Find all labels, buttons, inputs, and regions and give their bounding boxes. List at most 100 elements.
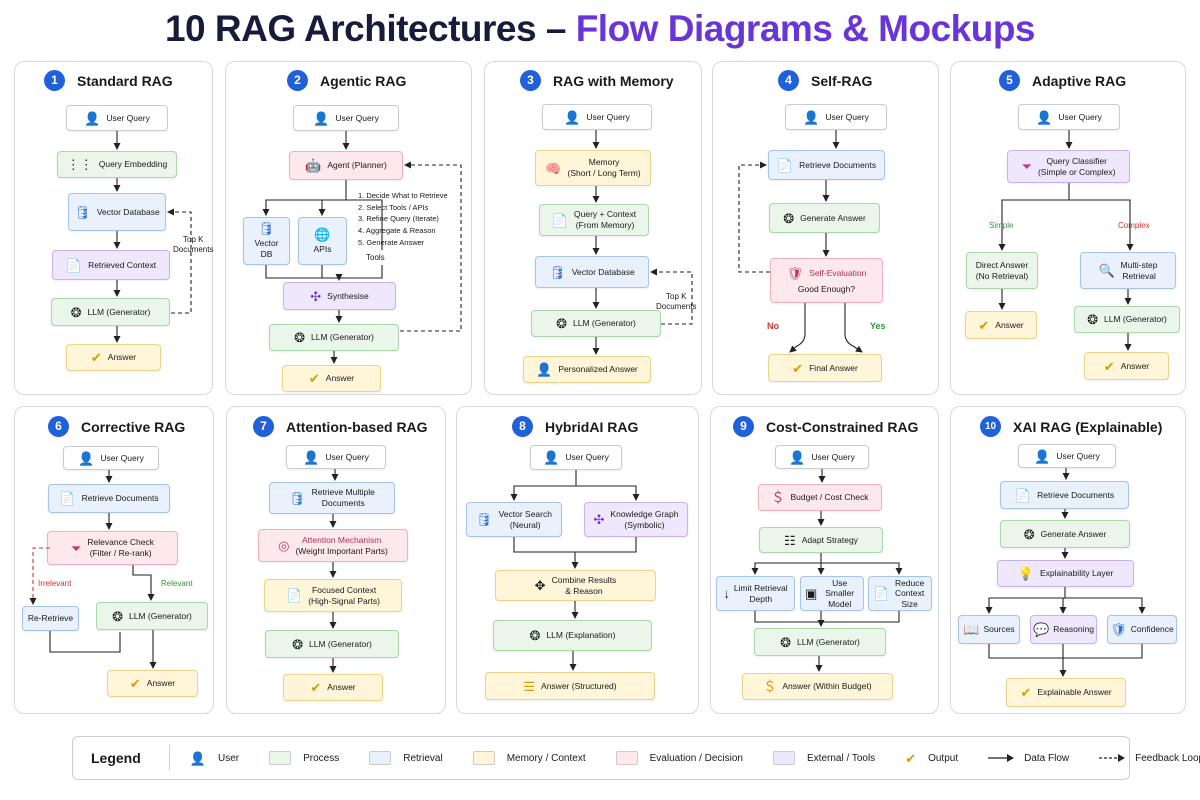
database-icon: 🛢 <box>289 490 306 506</box>
panel-title: 6 Corrective RAG <box>48 416 185 437</box>
vector-search-box: 🛢Vector Search(Neural) <box>466 502 562 537</box>
legend-item-user: 👤User <box>190 752 239 765</box>
topk-sub-text: Documents <box>173 245 214 255</box>
irrelevant-label: Irrelevant <box>38 579 71 589</box>
box-label: LLM (Generator) <box>573 318 636 329</box>
tools-text: Tools <box>366 253 385 262</box>
box-label: Generate Answer <box>800 212 866 223</box>
box-label: Limit Retrieval <box>733 582 788 593</box>
query-classifier-box: ⏷Query Classifier(Simple or Complex) <box>1007 150 1130 183</box>
box-sublabel: (No Retrieval) <box>975 270 1029 281</box>
check-circle-icon: ✔ <box>310 680 322 695</box>
box-label: Vector Database <box>571 266 635 277</box>
box-label: LLM (Explanation) <box>546 630 616 641</box>
user-query-box: 👤User Query <box>1018 104 1120 130</box>
user-query-box: 👤User Query <box>785 104 887 130</box>
box-label: Synthesise <box>327 290 369 301</box>
user-icon: 👤 <box>543 450 560 465</box>
openai-icon: ❂ <box>783 210 795 226</box>
box-label: User Query <box>325 451 369 462</box>
legend-label: Output <box>928 752 959 764</box>
relevant-label: Relevant <box>161 579 193 589</box>
no-label: No <box>767 321 779 333</box>
box-sublabel: (Neural) <box>509 519 541 530</box>
focused-context-box: 📄Focused Context(High-Signal Parts) <box>264 579 402 612</box>
shield-icon: 🛡 <box>786 265 804 281</box>
panel-title-text: Corrective RAG <box>81 418 186 435</box>
book-icon: 📖 <box>963 622 980 637</box>
box-label: Sources <box>983 624 1015 635</box>
legend-label: External / Tools <box>807 752 876 764</box>
box-label: User Query <box>106 112 150 123</box>
legend-label: Data Flow <box>1024 752 1070 764</box>
combine-results-box: ✥Combine Results& Reason <box>495 570 656 601</box>
panel-title-text: HybridAI RAG <box>545 418 639 435</box>
box-label: User Query <box>565 452 609 463</box>
agent-step: 2. Select Tools / APIs <box>358 202 429 212</box>
agent-step: 5. Generate Answer <box>358 237 425 247</box>
database-icon: 🛢 <box>549 264 566 280</box>
panel-title-text: XAI RAG (Explainable) <box>1013 418 1163 435</box>
legend-label: Retrieval <box>403 752 443 764</box>
generate-answer-box: ❂Generate Answer <box>1000 520 1130 548</box>
memory-box: 🧠Memory(Short / Long Term) <box>535 150 651 186</box>
box-sublabel: (High-Signal Parts) <box>308 595 380 606</box>
panel-title-text: Attention-based RAG <box>286 418 428 435</box>
user-icon: 👤 <box>803 109 820 125</box>
database-icon: 🛢 <box>258 221 275 237</box>
title-main: 10 RAG Architectures – <box>164 8 576 49</box>
brain-icon: 🧠 <box>545 160 562 176</box>
box-label: Retrieve Documents <box>1037 489 1115 500</box>
user-query-box: 👤 User Query <box>530 445 622 470</box>
reasoning-box: 💬Reasoning <box>1030 615 1097 644</box>
yes-text: Yes <box>870 321 886 331</box>
search-icon: 🔍 <box>1098 263 1115 278</box>
box-label: Relevance Check <box>87 537 155 548</box>
document-icon: 📄 <box>873 586 890 601</box>
panel-title-text: Standard RAG <box>77 72 173 89</box>
panel-number-badge: 10 <box>980 416 1001 437</box>
box-label: User Query <box>100 452 144 463</box>
box-label: Query Classifier <box>1046 155 1107 166</box>
agent-step: 1. Decide What to Retrieve <box>358 191 448 200</box>
person-icon: 👤 <box>536 362 553 377</box>
attention-mechanism-box: ◎Attention Mechanism(Weight Important Pa… <box>258 529 408 562</box>
answer-box: ✔Answer <box>107 670 198 697</box>
relevance-check-box: ⏷Relevance Check(Filter / Re-rank) <box>47 531 178 565</box>
shield-icon: 🛡 <box>1110 622 1127 637</box>
panel-number-badge: 6 <box>48 416 69 437</box>
box-label: Combine Results <box>551 574 617 585</box>
evaluation-swatch <box>615 751 638 765</box>
user-icon: 👤 <box>189 750 206 766</box>
yes-label: Yes <box>870 321 886 333</box>
legend-item-feedback: Feedback Loop <box>1099 753 1200 764</box>
title-accent: Flow Diagrams & Mockups <box>575 8 1036 49</box>
box-label: LLM (Generator) <box>797 636 860 647</box>
box-label: Retrieved Context <box>88 259 157 270</box>
llm-box: ❂LLM (Generator) <box>531 310 661 337</box>
check-circle-icon: ✔ <box>792 360 804 376</box>
box-label: Answer (Structured) <box>541 680 617 691</box>
box-label: Explainability Layer <box>1039 568 1114 579</box>
user-icon: 👤 <box>789 449 806 465</box>
vector-database-box: 🛢 Vector Database <box>535 256 649 288</box>
merge-icon: ✥ <box>534 578 546 593</box>
legend-item-evaluation: Evaluation / Decision <box>615 751 743 765</box>
sources-box: 📖Sources <box>958 615 1020 644</box>
retrieve-documents-box: 📄Retrieve Documents <box>1000 481 1129 509</box>
panel-title-text: Agentic RAG <box>320 72 407 89</box>
openai-icon: ❂ <box>529 628 541 643</box>
box-sublabel: Context Size <box>894 588 925 609</box>
check-circle-icon: ✔ <box>1103 358 1115 374</box>
legend-label: Evaluation / Decision <box>649 752 743 764</box>
check-circle-icon: ✔ <box>905 750 917 766</box>
tools-label: Tools <box>366 253 385 263</box>
agent-step: 3. Refine Query (Iterate) <box>358 214 439 224</box>
list-icon: ☰ <box>523 678 536 694</box>
